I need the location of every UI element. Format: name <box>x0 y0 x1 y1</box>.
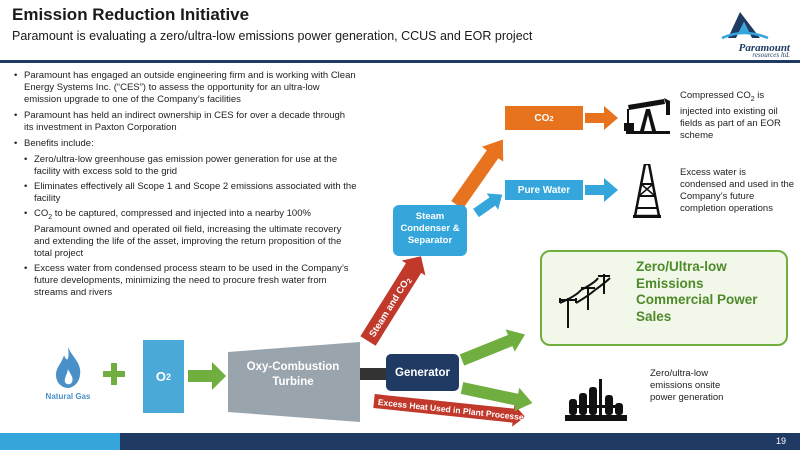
steam-co2-label: Steam and CO2 <box>367 275 414 340</box>
shaft <box>360 368 386 380</box>
plus-icon <box>103 363 125 385</box>
sub-bullet-item: CO2 to be captured, compressed and injec… <box>12 208 357 260</box>
power-sales-box <box>540 250 788 346</box>
water-flow-arrow <box>473 193 503 218</box>
co2-subscript: 2 <box>48 213 53 221</box>
pure-water-box: Pure Water <box>505 180 583 200</box>
drilling-rig-icon <box>633 164 661 218</box>
page-subtitle: Paramount is evaluating a zero/ultra-low… <box>12 29 533 43</box>
page-title: Emission Reduction Initiative <box>12 5 250 24</box>
water-description: Excess water is condensed and used in th… <box>680 167 795 214</box>
bullet-list: Paramount has engaged an outside enginee… <box>12 70 357 302</box>
page-number: 19 <box>775 436 786 446</box>
turbine-shape <box>228 342 360 422</box>
factory-icon <box>565 379 627 421</box>
power-sales-arrow <box>459 329 526 366</box>
sub-bullet-item: Excess water from condensed process stea… <box>12 263 357 299</box>
bullet-item: Benefits include: <box>12 138 357 150</box>
co2-description: Compressed CO2 is injected into existing… <box>680 90 795 142</box>
natural-gas-label: Natural Gas <box>45 392 91 401</box>
power-pylon-icon <box>559 274 611 328</box>
footer-bar <box>0 433 800 450</box>
co2-text: CO <box>34 208 49 219</box>
logo-mark-icon <box>721 12 769 40</box>
bullet-item: Paramount has held an indirect ownership… <box>12 110 357 134</box>
water-to-rig-arrow <box>585 178 618 202</box>
flame-icon <box>56 347 81 388</box>
co2-desc-text: is injected into existing oil fields as … <box>680 90 781 141</box>
onsite-power-arrow <box>460 382 533 412</box>
steam-co2-arrow: Steam and CO2 <box>360 256 426 346</box>
power-sales-label: Zero/Ultra-low Emissions Commercial Powe… <box>636 259 758 324</box>
logo-name: Paramount <box>738 42 790 54</box>
co2-flow-arrow <box>451 139 504 210</box>
co2-to-field-arrow <box>585 106 618 130</box>
bullet-item: Paramount has engaged an outside enginee… <box>12 70 357 106</box>
co2-label: CO <box>534 112 550 124</box>
bullet-text: to be captured, compressed and injected … <box>34 208 342 259</box>
footer-accent <box>0 433 120 450</box>
logo-subtext: resources ltd. <box>752 51 790 59</box>
co2-desc-subscript: 2 <box>750 95 755 103</box>
sub-bullet-item: Zero/ultra-low greenhouse gas emission p… <box>12 154 357 178</box>
o2-arrow <box>188 362 226 390</box>
o2-subscript: 2 <box>166 371 172 382</box>
turbine-label: Oxy-Combustion Turbine <box>246 361 340 388</box>
pumpjack-icon <box>624 98 670 134</box>
sub-bullet-item: Eliminates effectively all Scope 1 and S… <box>12 181 357 205</box>
co2-subscript: 2 <box>549 113 554 123</box>
onsite-power-description: Zero/ultra-low emissions onsite power ge… <box>650 368 724 403</box>
o2-text: O <box>155 369 167 384</box>
co2-desc-text: Compressed CO <box>680 90 751 101</box>
header-rule <box>0 60 800 63</box>
generator-box: Generator <box>386 354 459 391</box>
paramount-logo: Paramount resources ltd. <box>672 8 790 59</box>
steam-condenser-box: Steam Condenser & Separator <box>393 205 467 256</box>
